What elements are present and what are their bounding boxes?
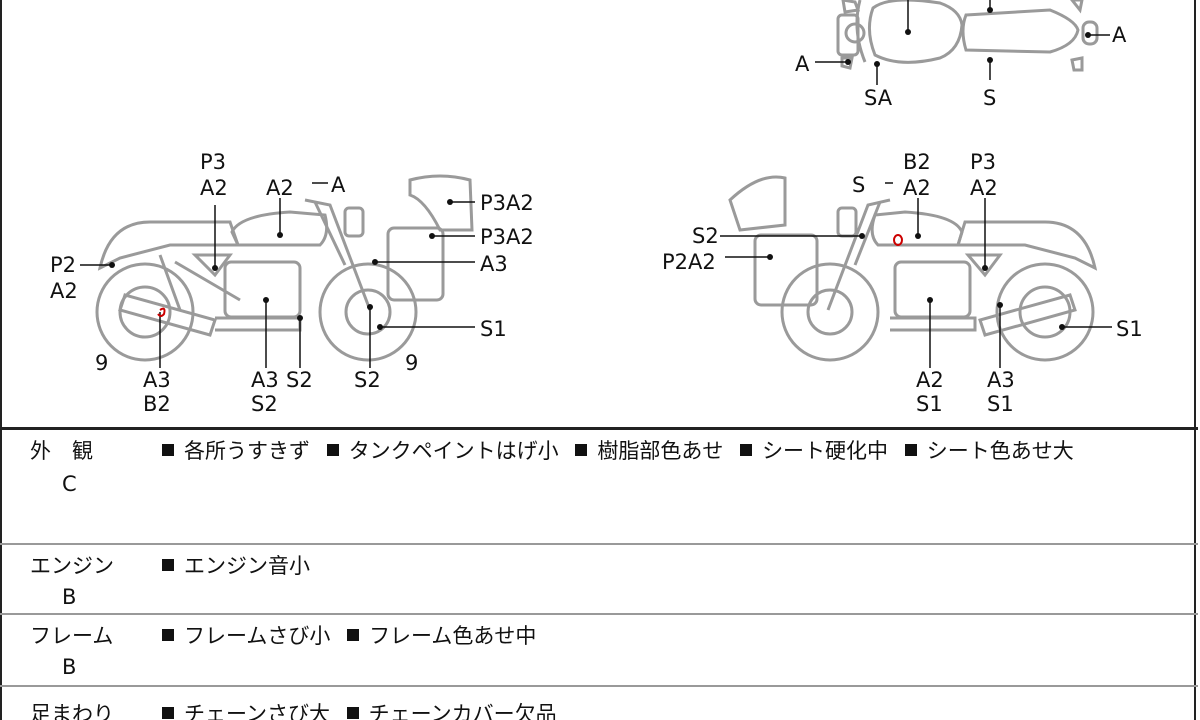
row-grade: B: [62, 585, 77, 609]
diagram-label: A2: [903, 176, 931, 200]
diagram-label: S1: [480, 317, 507, 341]
row-category: エンジン: [30, 554, 114, 578]
row-items: エンジン音小: [162, 553, 320, 579]
diagram-label: P2: [50, 253, 77, 277]
row-divider: [0, 613, 1198, 615]
condition-row-suspension: 足まわり チェーンさび大 チェーンカバー欠品: [2, 687, 1196, 720]
diagram-label: SA: [864, 86, 893, 110]
condition-item: エンジン音小: [162, 554, 310, 578]
row-divider: [0, 543, 1198, 545]
diagram-label: A3: [480, 252, 508, 276]
condition-item: フレームさび小: [162, 624, 330, 648]
diagram-label: P3A2: [480, 225, 534, 249]
left-side-diagram: [95, 174, 474, 362]
condition-item: フレーム色あせ中: [347, 624, 536, 648]
row-category: 外 観: [30, 439, 93, 463]
condition-row-frame: フレーム B フレームさび小 フレーム色あせ中: [2, 615, 1196, 685]
diagram-label: P2A2: [662, 250, 716, 274]
condition-item: チェーンカバー欠品: [346, 702, 557, 720]
condition-item: 樹脂部色あせ: [575, 439, 723, 463]
condition-item: 各所うすきず: [162, 439, 310, 463]
diagram-label: 9: [95, 351, 109, 375]
diagram-label: S2: [286, 368, 313, 392]
condition-row-engine: エンジン B エンジン音小: [2, 545, 1196, 613]
row-items: 各所うすきず タンクペイントはげ小 樹脂部色あせ シート硬化中 シート色あせ大: [162, 438, 1084, 464]
diagram-label: A: [795, 52, 810, 76]
diagram-label: S2: [692, 224, 719, 248]
diagram-label: A2: [916, 368, 944, 392]
right-side-diagram: [728, 175, 1098, 362]
row-category: フレーム: [30, 624, 114, 648]
diagram-label: A: [331, 173, 346, 197]
diagram-label: A2: [266, 176, 294, 200]
diagram-label: B2: [903, 150, 931, 174]
diagram-label: A2: [970, 176, 998, 200]
diagram-label: A: [1112, 23, 1127, 47]
leader-lines: [80, 0, 1112, 368]
diagram-label: S2: [354, 368, 381, 392]
top-view-diagram: [836, 0, 1099, 72]
row-category: 足まわり: [30, 702, 114, 720]
row-items: フレームさび小 フレーム色あせ中: [162, 623, 546, 649]
marker-dots: [109, 7, 1091, 330]
section-divider: [0, 427, 1198, 430]
diagram-label: B2: [143, 392, 171, 416]
diagram-label: A2: [50, 279, 78, 303]
condition-item: シート硬化中: [740, 439, 888, 463]
diagram-label: P3: [970, 150, 997, 174]
diagram-label: S: [983, 86, 997, 110]
condition-row-exterior: 外 観 C 各所うすきず タンクペイントはげ小 樹脂部色あせ シート硬化中 シー…: [2, 430, 1196, 543]
diagram-label: P3: [200, 150, 227, 174]
diagram-label: S1: [1116, 317, 1143, 341]
diagram-label: A3: [143, 368, 171, 392]
diagram-label: 9: [405, 351, 419, 375]
diagram-label: S: [852, 173, 866, 197]
diagram-label: A3: [987, 368, 1015, 392]
diagram-label: A3: [251, 368, 279, 392]
diagram-label: S2: [251, 392, 278, 416]
condition-item: タンクペイントはげ小: [326, 439, 559, 463]
diagram-label: S1: [987, 392, 1014, 416]
row-divider: [0, 685, 1198, 687]
motorcycle-diagrams: [80, 0, 1112, 368]
row-grade: B: [62, 655, 77, 679]
condition-item: チェーンさび大: [162, 702, 330, 720]
condition-item: シート色あせ大: [904, 439, 1074, 463]
row-grade: C: [62, 472, 77, 496]
row-items: チェーンさび大 チェーンカバー欠品: [162, 701, 567, 720]
damage-marks: [157, 234, 903, 317]
diagram-label: S1: [916, 392, 943, 416]
diagram-label: A2: [200, 176, 228, 200]
diagram-label: P3A2: [480, 191, 534, 215]
